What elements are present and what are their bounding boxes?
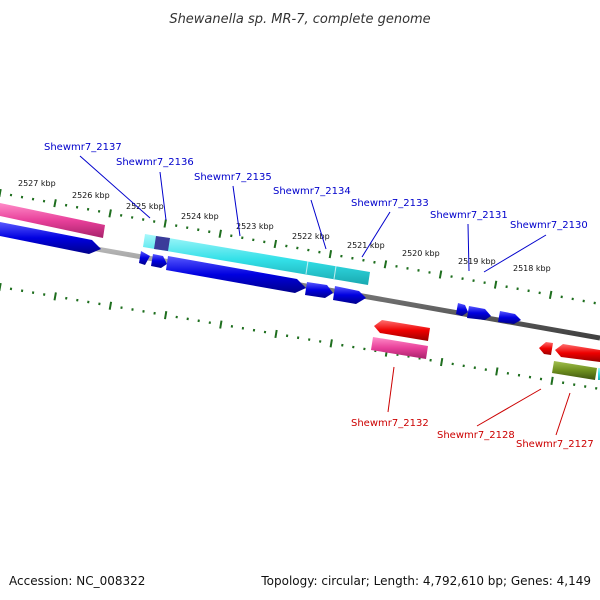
feature-divider	[305, 260, 309, 275]
major-tick	[550, 376, 554, 385]
major-tick	[108, 301, 113, 310]
minor-tick	[373, 260, 376, 264]
tick-label: 2525 kbp	[126, 202, 164, 211]
leader-line	[232, 185, 241, 237]
gene-label: Shewmr7_2132	[351, 418, 429, 429]
major-tick	[53, 199, 57, 208]
minor-tick	[285, 244, 288, 248]
minor-tick	[119, 213, 123, 217]
tick-labels: 2527 kbp 2526 kbp 2525 kbp 2524 kbp 2523…	[18, 179, 551, 273]
minor-tick	[538, 291, 541, 295]
tick-label: 2522 kbp	[292, 232, 330, 241]
pink-feature	[371, 337, 428, 359]
cds-forward	[456, 303, 468, 316]
cds-forward	[333, 286, 366, 304]
feature-divider	[333, 265, 337, 280]
cds-forward	[0, 222, 101, 254]
gene-label: Shewmr7_2135	[194, 172, 272, 183]
gene-label: Shewmr7_2137	[44, 142, 122, 153]
minor-tick	[461, 277, 464, 281]
tick-label: 2527 kbp	[18, 179, 56, 188]
major-tick	[218, 229, 222, 238]
leader-line	[159, 171, 167, 221]
olive-feature	[552, 361, 597, 380]
major-tick	[0, 188, 2, 198]
minor-tick	[450, 275, 453, 278]
leader-line	[555, 392, 571, 436]
major-tick	[495, 367, 499, 376]
major-tick	[493, 280, 498, 289]
dark-feature	[154, 236, 170, 251]
gene-label: Shewmr7_2127	[516, 439, 594, 450]
tick-row-lower	[0, 282, 598, 390]
leader-line	[483, 234, 547, 273]
topology-text: Topology: circular; Length: 4,792,610 bp…	[260, 574, 591, 588]
minor-tick	[65, 296, 68, 300]
tick-label: 2524 kbp	[181, 212, 219, 221]
minor-tick	[130, 216, 134, 219]
minor-tick	[472, 279, 475, 283]
tick-row-upper	[0, 188, 596, 305]
major-tick	[219, 320, 223, 329]
tick-label: 2521 kbp	[347, 241, 385, 250]
gene-labels-reverse: Shewmr7_2132 Shewmr7_2128 Shewmr7_2127	[351, 418, 594, 450]
gene-label: Shewmr7_2136	[116, 157, 194, 168]
cds-forward	[498, 311, 521, 324]
gene-labels-forward: Shewmr7_2137 Shewmr7_2136 Shewmr7_2135 S…	[44, 142, 588, 231]
leader-line	[476, 388, 542, 427]
major-tick	[164, 311, 168, 320]
cds-forward	[139, 251, 150, 265]
minor-tick	[307, 248, 310, 252]
gene-label: Shewmr7_2133	[351, 198, 429, 209]
cds-reverse	[555, 344, 600, 362]
major-tick	[53, 292, 57, 301]
major-tick	[0, 282, 2, 292]
leader-line	[361, 211, 391, 258]
pink-feature	[0, 203, 105, 238]
cds-reverse	[539, 342, 553, 355]
minor-tick	[362, 258, 365, 262]
map-title: Shewanella sp. MR-7, complete genome	[169, 12, 430, 27]
cds-forward	[467, 306, 491, 320]
gene-features	[0, 203, 600, 380]
label-leaders-reverse	[387, 366, 571, 436]
major-tick	[329, 339, 333, 348]
major-tick	[163, 219, 167, 228]
major-tick	[274, 329, 278, 339]
gene-label: Shewmr7_2128	[437, 430, 515, 441]
cds-forward	[166, 256, 306, 293]
tick-label: 2518 kbp	[513, 264, 551, 273]
major-tick	[328, 250, 333, 259]
major-tick	[440, 357, 444, 367]
gene-label: Shewmr7_2130	[510, 220, 588, 231]
leader-line	[387, 366, 395, 413]
tick-label: 2519 kbp	[458, 257, 496, 266]
gene-label: Shewmr7_2131	[430, 210, 508, 221]
cds-reverse	[374, 320, 430, 341]
cds-forward	[151, 254, 167, 268]
minor-tick	[208, 230, 211, 234]
accession-text: Accession: NC_008322	[9, 574, 145, 588]
major-tick	[383, 260, 388, 269]
major-tick	[438, 270, 443, 279]
cds-forward	[305, 282, 333, 298]
rna-feature	[143, 234, 370, 285]
gene-label: Shewmr7_2134	[273, 186, 351, 197]
tick-label: 2523 kbp	[236, 222, 274, 231]
minor-tick	[42, 199, 46, 203]
tick-label: 2520 kbp	[402, 249, 440, 258]
tick-label: 2526 kbp	[72, 191, 110, 200]
label-leaders	[79, 155, 547, 273]
major-tick	[548, 290, 553, 299]
leader-line	[310, 199, 327, 250]
leader-line	[79, 155, 151, 219]
major-tick	[273, 239, 278, 249]
minor-tick	[296, 246, 299, 250]
minor-tick	[31, 197, 35, 201]
minor-tick	[197, 228, 200, 232]
major-tick	[108, 209, 112, 218]
leader-line	[467, 223, 470, 272]
